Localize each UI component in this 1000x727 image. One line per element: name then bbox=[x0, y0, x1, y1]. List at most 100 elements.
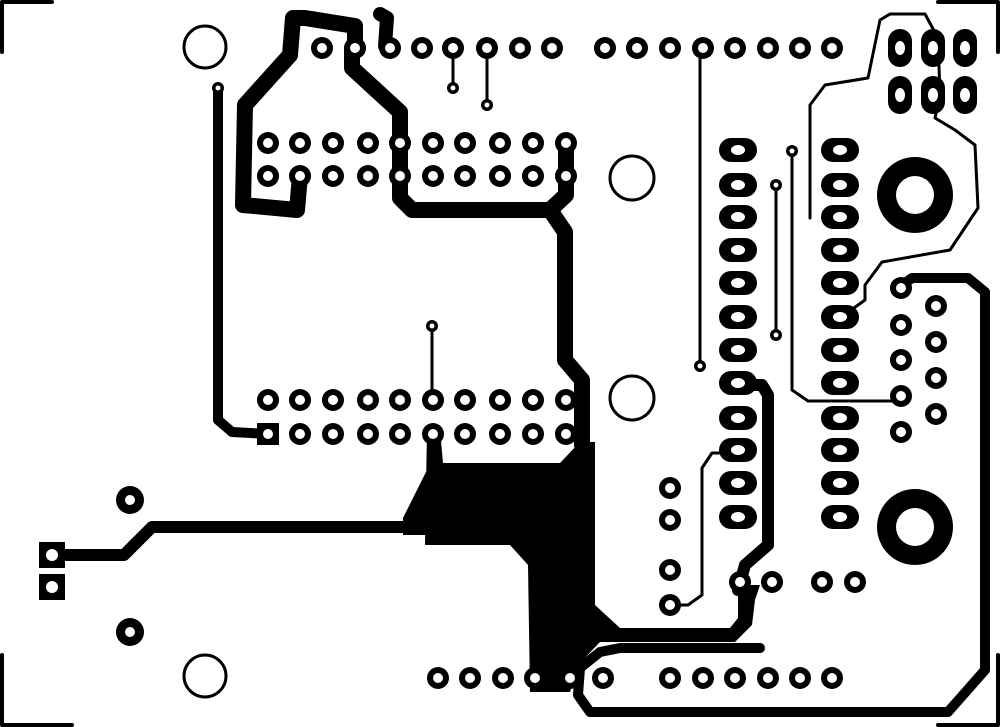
crop-mark-top-left bbox=[0, 0, 54, 54]
dip-right-pad-9 bbox=[821, 406, 859, 430]
top-header-pad-9 bbox=[594, 37, 616, 59]
top-header-pad-8 bbox=[541, 37, 563, 59]
lower-header-row1-pad-3 bbox=[322, 389, 344, 411]
connector-bottom-pad-3 bbox=[953, 76, 977, 114]
top-header-pad-12 bbox=[692, 37, 714, 59]
mounting-hole-right-lower bbox=[877, 489, 953, 565]
misc-pad-4 bbox=[659, 594, 681, 616]
lower-header-row1-pad-5 bbox=[389, 389, 411, 411]
lower-header-row1-pad-4 bbox=[357, 389, 379, 411]
upper-header-row2-pad-5 bbox=[389, 165, 411, 187]
upper-header-row1-pad-3 bbox=[322, 132, 344, 154]
upper-header-row2-pad-1 bbox=[257, 165, 279, 187]
db9-row1-pad-4 bbox=[890, 385, 912, 407]
crop-mark-top-right bbox=[936, 0, 1000, 54]
crop-mark-bottom-right bbox=[936, 653, 1000, 727]
mounting-hole-center-mid bbox=[608, 374, 656, 422]
bottom-header-pad-8 bbox=[692, 667, 714, 689]
dip-right-pad-4 bbox=[821, 238, 859, 262]
dip-right-pad-8 bbox=[821, 371, 859, 395]
upper-header-row1-pad-9 bbox=[522, 132, 544, 154]
connector-top-pad-3 bbox=[953, 29, 977, 67]
connector-top-pad-1 bbox=[888, 29, 912, 67]
misc-pad-3 bbox=[659, 559, 681, 581]
upper-header-row2-pad-7 bbox=[454, 165, 476, 187]
trace-power-main bbox=[46, 521, 411, 561]
upper-header-row1-pad-4 bbox=[357, 132, 379, 154]
lower-header-row1-pad-10 bbox=[555, 389, 577, 411]
dip-left-pad-11 bbox=[719, 471, 757, 495]
lower-header-row1-pad-9 bbox=[522, 389, 544, 411]
power-pour-wedge bbox=[403, 470, 440, 535]
misc-pad-2 bbox=[659, 509, 681, 531]
trace-right-verticals bbox=[774, 149, 903, 403]
lower-header-row2-pad-10 bbox=[555, 423, 577, 445]
misc-pad-1 bbox=[659, 477, 681, 499]
trace-right-edge-loop bbox=[573, 273, 990, 717]
top-header-pad-15 bbox=[789, 37, 811, 59]
upper-header-row2-pad-2 bbox=[289, 165, 311, 187]
crop-mark-bottom-left bbox=[0, 653, 74, 727]
trace-left-vertical bbox=[213, 83, 273, 439]
misc-row-pad-1 bbox=[729, 571, 751, 593]
bottom-header-pad-11 bbox=[789, 667, 811, 689]
db9-row1-pad-1 bbox=[890, 277, 912, 299]
upper-header-row1-pad-10 bbox=[555, 132, 577, 154]
upper-header-row2-pad-10 bbox=[555, 165, 577, 187]
dip-left-pad-8 bbox=[719, 371, 757, 395]
bottom-header-pad-6 bbox=[592, 667, 614, 689]
power-pad-2 bbox=[39, 574, 65, 600]
jack-pad-top bbox=[116, 486, 144, 514]
dip-right-pad-5 bbox=[821, 271, 859, 295]
via-4 bbox=[426, 320, 438, 332]
bottom-header-pad-9 bbox=[724, 667, 746, 689]
bottom-header-pad-1 bbox=[427, 667, 449, 689]
copper-fills bbox=[403, 430, 760, 692]
dip-left-pad-3 bbox=[719, 205, 757, 229]
upper-header-row1-pad-2 bbox=[289, 132, 311, 154]
bottom-header-pad-10 bbox=[757, 667, 779, 689]
dip-right-pad-2 bbox=[821, 173, 859, 197]
lower-header-row1-pad-8 bbox=[489, 389, 511, 411]
dip-left-pad-2 bbox=[719, 173, 757, 197]
upper-header-row1-pad-1 bbox=[257, 132, 279, 154]
ground-pour-center bbox=[425, 430, 760, 692]
lower-header-row1-pad-1 bbox=[257, 389, 279, 411]
dip-right-pad-6 bbox=[821, 305, 859, 329]
dip-left-pad-6 bbox=[719, 305, 757, 329]
lower-header-row2-pad-1 bbox=[257, 423, 279, 445]
lower-header-row1-pad-2 bbox=[289, 389, 311, 411]
mounting-hole-bottom-left bbox=[182, 653, 228, 699]
lower-header-row1-pad-6 bbox=[422, 389, 444, 411]
connector-top-pad-2 bbox=[921, 29, 945, 67]
upper-header-row1-pad-7 bbox=[454, 132, 476, 154]
dip-left-pad-9 bbox=[719, 406, 757, 430]
db9-row1-pad-2 bbox=[890, 314, 912, 336]
upper-header-row2-pad-6 bbox=[422, 165, 444, 187]
trace-center-spine bbox=[344, 40, 590, 453]
via-2 bbox=[447, 82, 459, 94]
trace-top-to-header bbox=[373, 7, 394, 53]
lower-header-row2-pad-4 bbox=[357, 423, 379, 445]
dip-left-pad-10 bbox=[719, 438, 757, 462]
top-header-pad-16 bbox=[821, 37, 843, 59]
upper-header-row2-pad-8 bbox=[489, 165, 511, 187]
top-header-pad-14 bbox=[757, 37, 779, 59]
dip-left-pad-1 bbox=[719, 138, 757, 162]
lower-header-row2-pad-5 bbox=[389, 423, 411, 445]
db9-row1-pad-5 bbox=[890, 421, 912, 443]
lower-header-row1-pad-7 bbox=[454, 389, 476, 411]
via-6 bbox=[770, 179, 782, 191]
via-7 bbox=[770, 329, 782, 341]
dip-right-pad-11 bbox=[821, 471, 859, 495]
jack-pad-bottom bbox=[116, 618, 144, 646]
connector-bottom-pad-2 bbox=[921, 76, 945, 114]
mounting-hole-top-left bbox=[182, 24, 228, 70]
via-8 bbox=[786, 145, 798, 157]
upper-header-row2-pad-4 bbox=[357, 165, 379, 187]
lower-header-row2-pad-6 bbox=[422, 423, 444, 445]
upper-header-row2-pad-9 bbox=[522, 165, 544, 187]
top-header-pad-5 bbox=[442, 37, 464, 59]
